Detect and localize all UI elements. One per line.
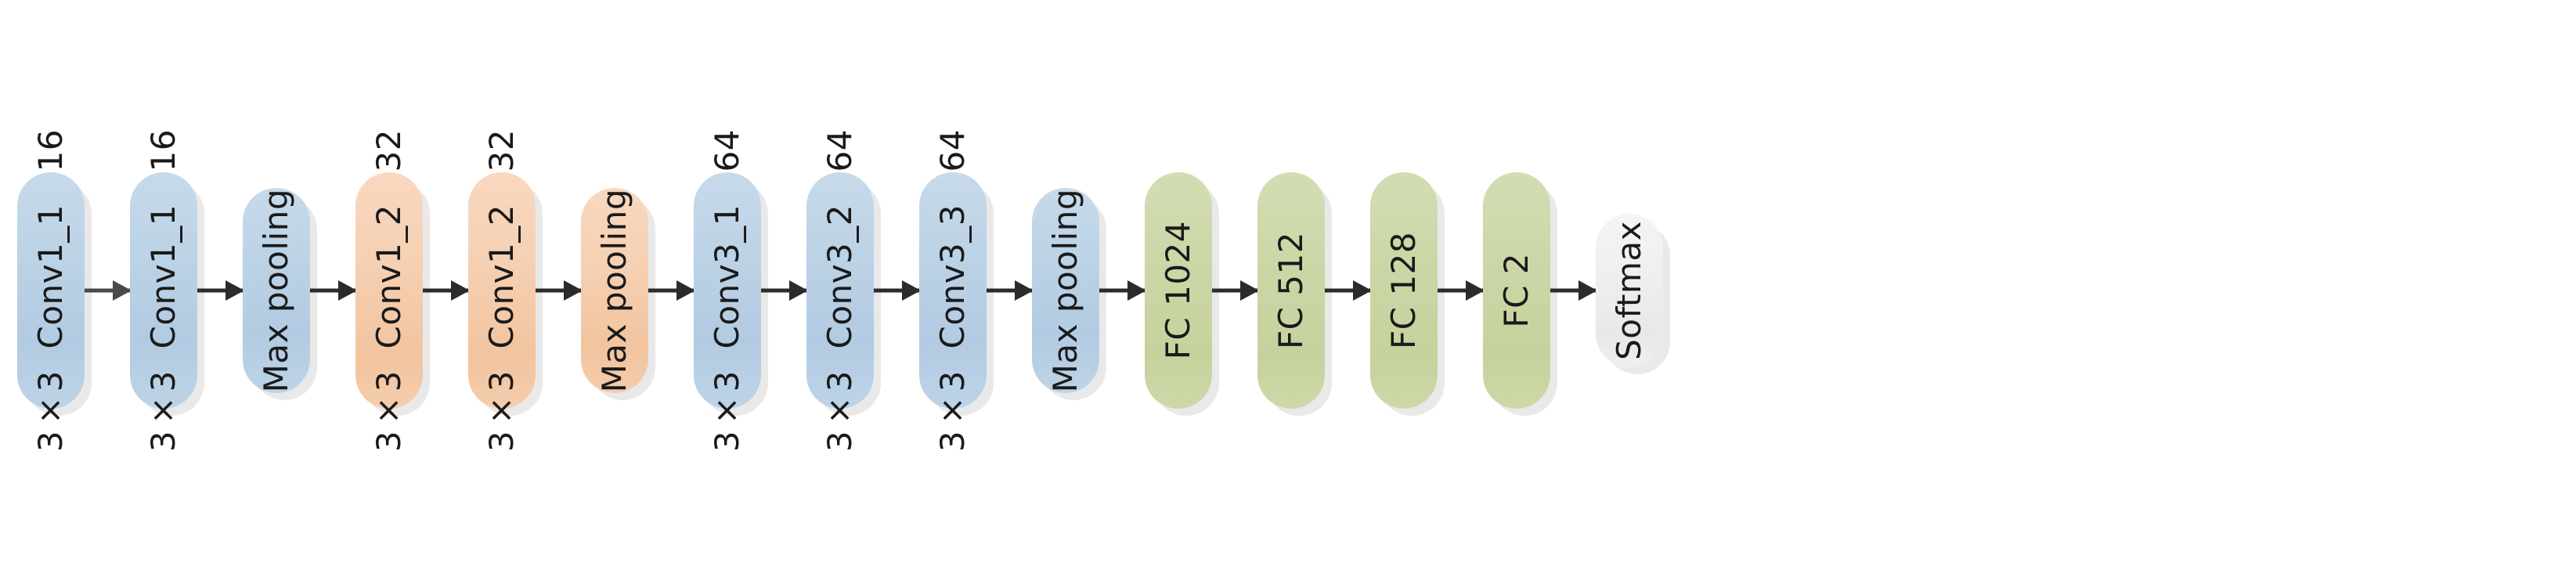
arrow-head-icon	[676, 280, 695, 301]
arrow-conv3_2-to-conv3_3	[874, 280, 921, 301]
arrow-head-icon	[225, 280, 244, 301]
arrow-head-icon	[113, 280, 132, 301]
layer-pill-pool: Max pooling	[581, 188, 648, 393]
layer-block-pool3[interactable]: Max pooling	[1032, 188, 1099, 393]
arrow-conv1_1a-to-conv1_1b	[85, 280, 132, 301]
layer-pill-conv: 3×3 Conv3_2 64	[806, 129, 874, 452]
arrow-fc1024-to-fc512	[1212, 280, 1259, 301]
arrow-conv3_1-to-conv3_2	[761, 280, 808, 301]
arrow-shaft	[536, 288, 581, 293]
arrow-conv3_3-to-pool3	[987, 280, 1034, 301]
layer-block-conv3_1[interactable]: 3×3 Conv3_1 64	[694, 129, 761, 452]
arrow-shaft	[1550, 288, 1596, 293]
layer-label-conv1_1a: 3×3 Conv1_1 16	[31, 128, 70, 453]
arrow-shaft	[1099, 288, 1145, 293]
arrow-pool1-to-conv1_2a	[310, 280, 357, 301]
layer-block-conv1_2b[interactable]: 3×3 Conv1_2 32	[468, 129, 536, 452]
arrow-pool3-to-fc1024	[1099, 280, 1146, 301]
arrow-conv1_1b-to-pool1	[197, 280, 244, 301]
layer-pill-fc: FC 512	[1257, 172, 1325, 409]
arrow-shaft	[1212, 288, 1257, 293]
arrow-head-icon	[1015, 280, 1034, 301]
arrow-shaft	[310, 288, 355, 293]
layer-label-conv1_1b: 3×3 Conv1_1 16	[144, 128, 182, 453]
layer-pill-output: Softmax	[1596, 214, 1663, 367]
layer-pill-pool: Max pooling	[1032, 188, 1099, 393]
arrow-shaft	[874, 288, 919, 293]
arrow-head-icon	[1578, 280, 1597, 301]
layer-block-conv3_2[interactable]: 3×3 Conv3_2 64	[806, 129, 874, 452]
layer-pill-conv: 3×3 Conv1_1 16	[130, 129, 197, 452]
arrow-head-icon	[1240, 280, 1259, 301]
layer-pill-conv: 3×3 Conv1_2 32	[468, 129, 536, 452]
arrow-pool2-to-conv3_1	[648, 280, 695, 301]
layer-label-fc1024: FC 1024	[1159, 221, 1197, 360]
arrow-head-icon	[564, 280, 583, 301]
arrow-fc128-to-fc2	[1438, 280, 1485, 301]
layer-block-conv1_1a[interactable]: 3×3 Conv1_1 16	[17, 129, 85, 452]
arrow-head-icon	[1353, 280, 1372, 301]
arrow-conv1_2b-to-pool2	[536, 280, 583, 301]
layer-label-conv3_3: 3×3 Conv3_3 64	[933, 128, 972, 453]
arrow-fc512-to-fc128	[1325, 280, 1372, 301]
layer-pill-fc: FC 1024	[1145, 172, 1212, 409]
layer-label-conv3_1: 3×3 Conv3_1 64	[708, 128, 746, 453]
layer-block-pool1[interactable]: Max pooling	[243, 188, 310, 393]
arrow-head-icon	[902, 280, 921, 301]
arrow-shaft	[648, 288, 694, 293]
layer-label-pool2: Max pooling	[595, 188, 633, 393]
arrow-fc2-to-softmax	[1550, 280, 1597, 301]
arrow-head-icon	[789, 280, 808, 301]
arrow-shaft	[197, 288, 243, 293]
layer-pill-conv: 3×3 Conv3_3 64	[919, 129, 987, 452]
layer-label-fc512: FC 512	[1272, 232, 1310, 349]
layer-block-conv3_3[interactable]: 3×3 Conv3_3 64	[919, 129, 987, 452]
arrow-shaft	[423, 288, 468, 293]
arrow-shaft	[761, 288, 806, 293]
layer-block-conv1_1b[interactable]: 3×3 Conv1_1 16	[130, 129, 197, 452]
arrow-head-icon	[451, 280, 470, 301]
layer-pill-conv: 3×3 Conv1_1 16	[17, 129, 85, 452]
arrow-shaft	[987, 288, 1032, 293]
layer-block-pool2[interactable]: Max pooling	[581, 188, 648, 393]
layer-pill-fc: FC 128	[1370, 172, 1438, 409]
layer-label-pool1: Max pooling	[257, 188, 295, 393]
layer-block-conv1_2a[interactable]: 3×3 Conv1_2 32	[355, 129, 423, 452]
layer-label-conv1_2a: 3×3 Conv1_2 32	[370, 128, 408, 453]
layer-label-pool3: Max pooling	[1046, 188, 1084, 393]
arrow-conv1_2a-to-conv1_2b	[423, 280, 470, 301]
arrow-head-icon	[1127, 280, 1146, 301]
layer-label-conv3_2: 3×3 Conv3_2 64	[821, 128, 859, 453]
layer-label-conv1_2b: 3×3 Conv1_2 32	[482, 128, 521, 453]
arrow-head-icon	[1466, 280, 1485, 301]
layer-pill-conv: 3×3 Conv3_1 64	[694, 129, 761, 452]
layer-label-fc2: FC 2	[1497, 253, 1535, 328]
layer-pill-conv: 3×3 Conv1_2 32	[355, 129, 423, 452]
layer-label-fc128: FC 128	[1384, 232, 1423, 349]
arrow-shaft	[1325, 288, 1370, 293]
layer-block-fc128[interactable]: FC 128	[1370, 172, 1438, 409]
layer-label-softmax: Softmax	[1610, 221, 1648, 360]
layer-pill-fc: FC 2	[1483, 172, 1550, 409]
layer-block-fc2[interactable]: FC 2	[1483, 172, 1550, 409]
layer-pill-pool: Max pooling	[243, 188, 310, 393]
arrow-head-icon	[338, 280, 357, 301]
layer-block-fc1024[interactable]: FC 1024	[1145, 172, 1212, 409]
arrow-shaft	[85, 288, 130, 293]
layer-block-fc512[interactable]: FC 512	[1257, 172, 1325, 409]
layer-block-softmax[interactable]: Softmax	[1596, 214, 1663, 367]
arrow-shaft	[1438, 288, 1483, 293]
